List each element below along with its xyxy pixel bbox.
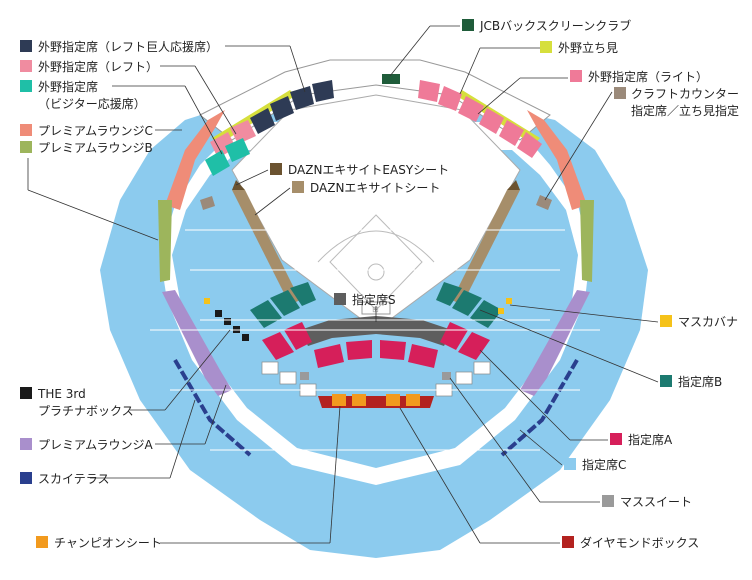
dazn-right[interactable] <box>452 190 520 305</box>
masu-sweet-boxes[interactable] <box>300 372 451 380</box>
premium-a-left[interactable] <box>162 290 232 396</box>
dazn-easy-right[interactable] <box>507 180 520 190</box>
home-plate-mark: ⊞ <box>372 305 379 314</box>
seat-s-legend-label: 指定席S <box>352 292 396 307</box>
seat-b-area[interactable] <box>250 282 502 328</box>
dazn-left[interactable] <box>232 190 300 305</box>
seat-a-legend-swatch <box>610 433 622 445</box>
seat-s-legend-swatch <box>334 293 346 305</box>
premium-c-legend-swatch <box>20 124 32 136</box>
dazn-legend-label: DAZNエキサイトシート <box>310 181 440 195</box>
outfield-right-seats[interactable] <box>418 80 542 158</box>
dazn-legend-swatch <box>292 181 304 193</box>
outfield-left-giants-legend-label: 外野指定席（レフト巨人応援席） <box>38 39 218 54</box>
craft-counter-seats[interactable] <box>536 195 552 210</box>
premium-b-right[interactable] <box>580 200 594 282</box>
craft-counter-seats-left[interactable] <box>200 196 215 210</box>
seat-c-legend-swatch <box>564 458 576 470</box>
premium-b-left[interactable] <box>158 200 172 282</box>
outfield-visitor-legend-label-1: 外野指定席 <box>38 79 98 94</box>
legend: JCBバックスクリーンクラブ 外野立ち見 外野指定席（ライト） クラフトカウンタ… <box>20 18 739 550</box>
outfield-visitor-seats[interactable] <box>205 138 250 176</box>
premium-a-legend-label: プレミアムラウンジA <box>38 438 154 452</box>
sky-terrace-right[interactable] <box>500 358 579 457</box>
premium-c-right[interactable] <box>527 110 587 210</box>
craft-counter-legend-label-2: 指定席／立ち見指定 <box>631 103 739 118</box>
outfield-standing-legend-label: 外野立ち見 <box>558 40 618 55</box>
premium-b-legend-swatch <box>20 141 32 153</box>
champion-legend-swatch <box>36 536 48 548</box>
premium-c-legend-label: プレミアムラウンジC <box>38 124 153 138</box>
outfield-left-legend-swatch <box>20 60 32 72</box>
champion-seats[interactable] <box>332 394 420 406</box>
the3rd-legend-swatch <box>20 387 32 399</box>
the3rd-legend-label-2: プラチナボックス <box>38 404 134 418</box>
diamond-box-legend-label: ダイヤモンドボックス <box>580 535 699 550</box>
seat-b-legend-swatch <box>660 375 672 387</box>
craft-counter-legend-swatch <box>614 87 626 99</box>
outfield-right-legend-label: 外野指定席（ライト） <box>588 69 708 84</box>
outfield-visitor-legend-swatch <box>20 80 32 92</box>
jcb-legend-swatch <box>462 19 474 31</box>
masukabana-boxes[interactable] <box>204 298 512 314</box>
seat-row-lines <box>150 229 600 451</box>
craft-counter-legend-label-1: クラフトカウンター <box>631 87 739 101</box>
sky-terrace-left[interactable] <box>173 358 252 457</box>
diamond-box-area[interactable] <box>318 396 434 408</box>
masu-sweet-legend-label: マススイート <box>620 495 692 509</box>
premium-a-legend-swatch <box>20 438 32 450</box>
field <box>231 94 521 331</box>
sky-terrace-legend-label: スカイテラス <box>38 472 110 486</box>
masukabana-legend-label: マスカバナ <box>678 315 738 329</box>
outfield-standing-legend-swatch <box>540 41 552 53</box>
jcb-seats[interactable] <box>382 74 400 84</box>
diamond-box-legend-swatch <box>562 536 574 548</box>
outfield-visitor-legend-label-2: （ビジター応援席） <box>38 96 146 111</box>
masu-sweet-legend-swatch <box>602 495 614 507</box>
outfield-left-giants-legend-swatch <box>20 40 32 52</box>
champion-legend-label: チャンピオンシート <box>54 536 162 550</box>
sky-terrace-legend-swatch <box>20 472 32 484</box>
seat-a-area[interactable] <box>262 322 490 368</box>
dazn-easy-left[interactable] <box>232 180 245 190</box>
dazn-easy-legend-swatch <box>270 163 282 175</box>
seat-s-area[interactable] <box>300 316 452 346</box>
stadium: ⊞ <box>100 59 648 558</box>
outfield-stand <box>199 59 551 141</box>
premium-c-left[interactable] <box>165 110 225 210</box>
masukabana-legend-swatch <box>660 315 672 327</box>
seat-c-legend-label: 指定席C <box>582 457 626 472</box>
premium-b-legend-label: プレミアムラウンジB <box>38 141 153 155</box>
pitchers-mound <box>367 263 385 281</box>
seat-a-legend-label: 指定席A <box>628 432 673 447</box>
outfield-right-legend-swatch <box>570 70 582 82</box>
dazn-easy-legend-label: DAZNエキサイトEASYシート <box>288 163 449 177</box>
infield-arc <box>317 230 435 263</box>
jcb-legend-label: JCBバックスクリーンクラブ <box>479 18 631 33</box>
outfield-left-legend-label: 外野指定席（レフト） <box>38 59 158 74</box>
outfield-left-giants-seats[interactable] <box>250 80 334 134</box>
the3rd-legend-label-1: THE 3rd <box>37 387 86 401</box>
seat-b-legend-label: 指定席B <box>678 374 722 389</box>
premium-a-right[interactable] <box>520 290 590 396</box>
